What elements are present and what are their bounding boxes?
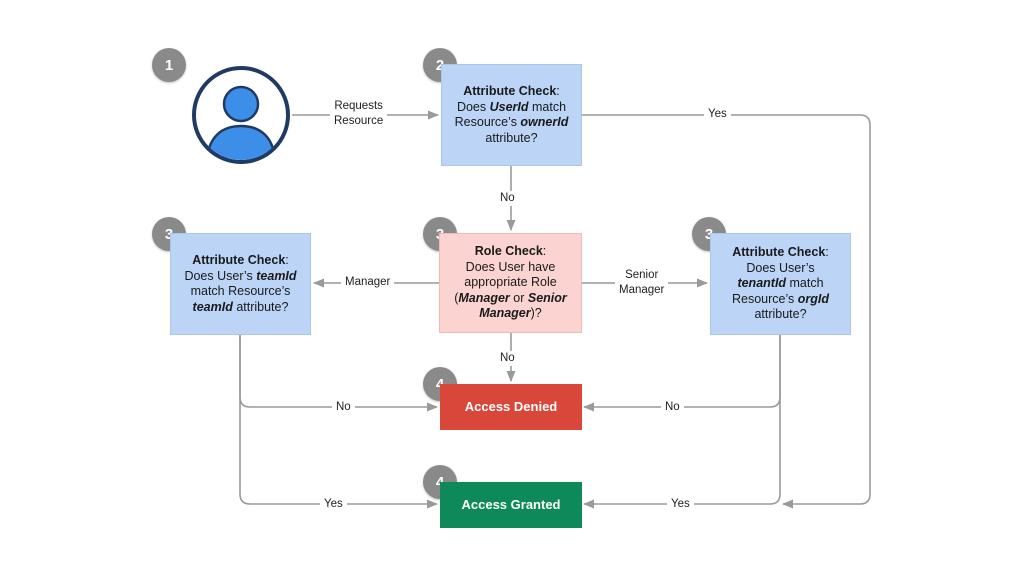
edge-label-no-teamid: No — [332, 400, 355, 415]
teamid-check-title: Attribute Check — [192, 253, 286, 267]
tenantid-check-text: Resource’s — [731, 291, 798, 306]
tenantid-check-box: Attribute Check: Does User’s tenantId ma… — [710, 233, 851, 335]
edge-tenantid-no — [582, 335, 781, 412]
step-badge-1: 1 — [152, 48, 186, 82]
teamid-attribute: teamId — [256, 268, 297, 283]
ownerid-check-colon: : — [556, 84, 560, 98]
teamid-check-colon: : — [285, 253, 289, 267]
teamid-check-text: attribute? — [232, 299, 289, 314]
edge-label-senior-manager: Senior Manager — [615, 268, 669, 298]
tenantid-check-text: attribute? — [754, 307, 807, 322]
edge-label-no-role: No — [496, 351, 519, 366]
ownerid-attribute: ownerId — [520, 115, 569, 129]
role-check-text: appropriate Role — [464, 275, 557, 290]
role-check-text: Does User have — [465, 259, 556, 274]
role-check-text: ( — [454, 290, 459, 305]
tenantid-check-title: Attribute Check — [732, 245, 826, 260]
user-avatar-icon — [192, 66, 290, 164]
edge-label-text: Resource — [334, 115, 384, 127]
edge-label-yes-teamid: Yes — [320, 497, 347, 512]
edge-label-text: Requests — [334, 100, 383, 112]
tenantid-check-colon: : — [825, 245, 829, 260]
role-check-title: Role Check — [474, 244, 543, 259]
ownerid-check-text: Resource’s — [454, 115, 521, 129]
edge-label-yes-top: Yes — [704, 107, 731, 122]
edge-ownerid-yes — [582, 114, 871, 509]
access-denied-box: Access Denied — [440, 384, 582, 430]
userid-attribute: UserId — [489, 99, 529, 114]
teamid-check-text: Does User’s — [184, 268, 257, 283]
edge-teamid-yes — [239, 335, 439, 509]
edge-label-manager: Manager — [341, 275, 395, 290]
edge-label-no-tenantid: No — [661, 400, 684, 415]
tenantid-check-text: Does User’s — [746, 260, 815, 275]
ownerid-check-text: attribute? — [485, 130, 538, 145]
manager-role: Manager — [458, 290, 510, 305]
role-check-text: )? — [530, 306, 542, 321]
edge-label-yes-tenantid: Yes — [667, 497, 694, 512]
orgid-attribute: orgId — [797, 291, 830, 306]
edge-label-text: Senior — [625, 269, 659, 281]
ownerid-check-text: match — [528, 99, 567, 114]
senior-manager-role: Senior — [527, 290, 567, 305]
edge-tenantid-yes — [582, 335, 781, 509]
ownerid-check-text: Does — [456, 99, 490, 114]
ownerid-check-title: Attribute Check — [463, 84, 557, 98]
tenantid-attribute: tenantId — [737, 276, 787, 291]
role-check-colon: : — [542, 244, 547, 259]
teamid-check-text: match Resource’s — [190, 284, 291, 298]
teamid-attribute: teamId — [192, 299, 233, 314]
tenantid-check-text: match — [786, 276, 824, 291]
edge-teamid-no — [239, 335, 439, 412]
role-check-text: or — [509, 290, 528, 305]
edge-label-text: Manager — [619, 284, 665, 296]
edge-label-requests-resource: Requests Resource — [330, 99, 388, 129]
edge-label-no-ownerid: No — [496, 191, 519, 206]
ownerid-check-box: Attribute Check: Does UserId match Resou… — [441, 64, 582, 166]
role-check-box: Role Check: Does User have appropriate R… — [439, 233, 582, 333]
access-granted-box: Access Granted — [440, 482, 582, 528]
senior-manager-role: Manager — [479, 306, 531, 321]
teamid-check-box: Attribute Check: Does User’s teamId matc… — [170, 233, 311, 335]
